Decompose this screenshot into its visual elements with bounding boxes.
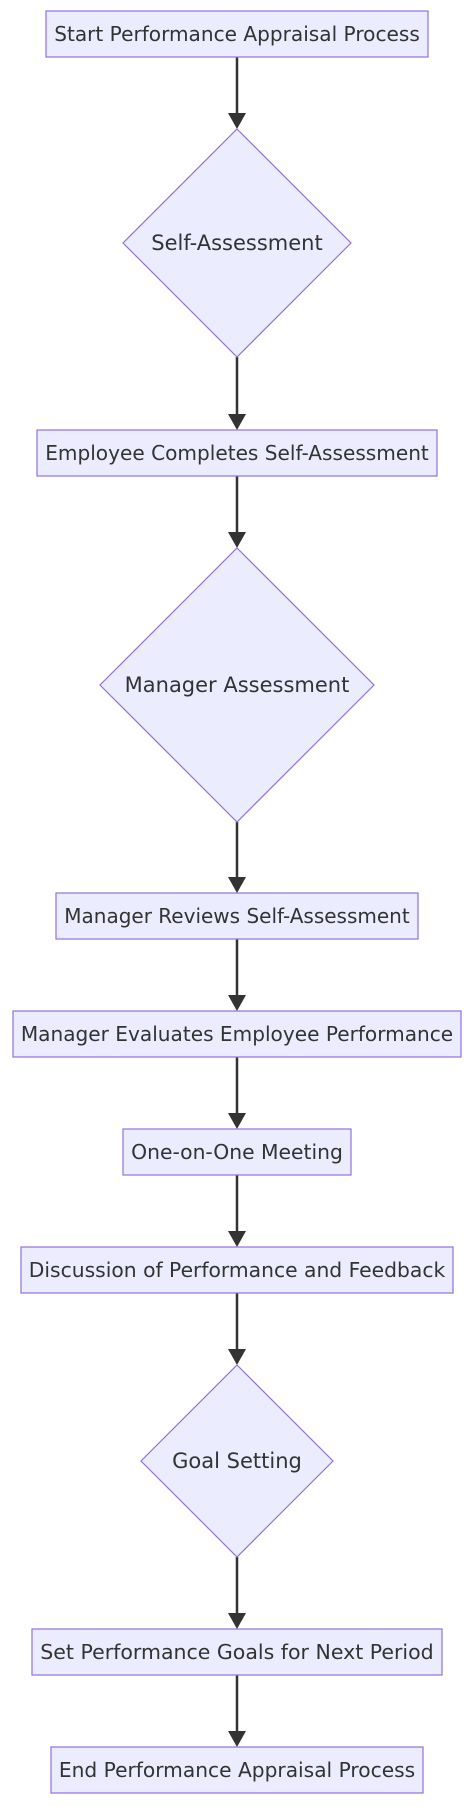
process-box — [122, 1128, 352, 1176]
node-label: Set Performance Goals for Next Period — [40, 1640, 433, 1664]
node-start: Start Performance Appraisal Process — [45, 10, 429, 58]
node-set-goals: Set Performance Goals for Next Period — [31, 1628, 443, 1676]
process-box — [31, 1628, 443, 1676]
arrowhead-icon — [228, 877, 246, 893]
node-label: Manager Evaluates Employee Performance — [21, 1022, 453, 1046]
node-manager-assessment: Manager Assessment — [99, 547, 375, 823]
node-label: Employee Completes Self-Assessment — [45, 441, 429, 465]
node-label: One-on-One Meeting — [131, 1140, 343, 1164]
decision-diamond — [99, 547, 375, 823]
process-box — [20, 1246, 454, 1294]
process-box — [55, 892, 419, 940]
node-employee-completes: Employee Completes Self-Assessment — [36, 429, 438, 477]
arrowhead-icon — [228, 1113, 246, 1129]
node-label: Goal Setting — [172, 1449, 302, 1473]
arrowhead-icon — [228, 113, 246, 129]
node-label: Self-Assessment — [151, 231, 322, 255]
node-one-on-one: One-on-One Meeting — [122, 1128, 352, 1176]
node-manager-evaluates: Manager Evaluates Employee Performance — [12, 1010, 462, 1058]
arrowhead-icon — [228, 532, 246, 548]
edges-layer — [228, 57, 246, 1747]
node-manager-reviews: Manager Reviews Self-Assessment — [55, 892, 419, 940]
arrowhead-icon — [228, 1231, 246, 1247]
decision-diamond — [140, 1364, 334, 1558]
node-label: End Performance Appraisal Process — [59, 1758, 415, 1782]
decision-diamond — [122, 128, 352, 358]
arrowhead-icon — [228, 995, 246, 1011]
arrowhead-icon — [228, 1349, 246, 1365]
process-box — [50, 1746, 424, 1794]
nodes-layer: Start Performance Appraisal ProcessSelf-… — [12, 10, 462, 1794]
arrowhead-icon — [228, 1613, 246, 1629]
arrowhead-icon — [228, 1731, 246, 1747]
process-box — [45, 10, 429, 58]
node-label: Discussion of Performance and Feedback — [29, 1258, 446, 1282]
node-label: Manager Assessment — [125, 673, 350, 697]
node-label: Manager Reviews Self-Assessment — [64, 904, 410, 928]
node-end: End Performance Appraisal Process — [50, 1746, 424, 1794]
node-self-assessment: Self-Assessment — [122, 128, 352, 358]
node-label: Start Performance Appraisal Process — [54, 22, 420, 46]
process-box — [36, 429, 438, 477]
process-box — [12, 1010, 462, 1058]
node-discussion: Discussion of Performance and Feedback — [20, 1246, 454, 1294]
node-goal-setting: Goal Setting — [140, 1364, 334, 1558]
arrowhead-icon — [228, 414, 246, 430]
